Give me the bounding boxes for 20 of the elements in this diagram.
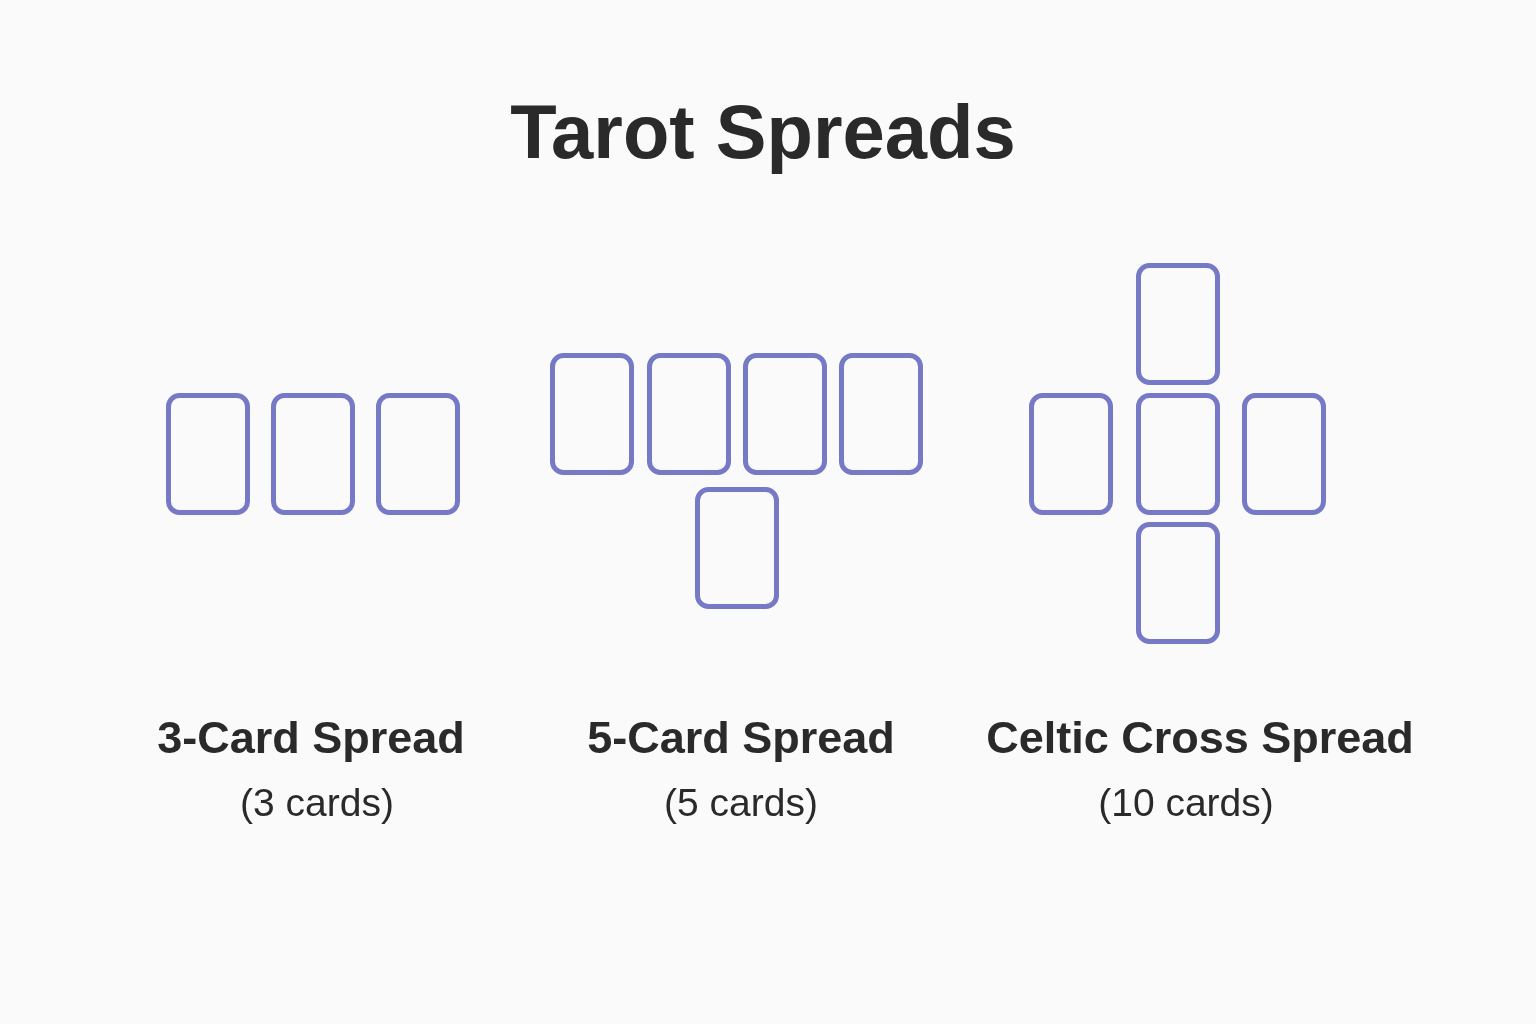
card-outline [1136, 393, 1220, 515]
card-outline [1029, 393, 1113, 515]
spread-name: 5-Card Spread [587, 712, 895, 764]
card-outline [839, 353, 923, 475]
card-outline [166, 393, 250, 515]
card-outline [376, 393, 460, 515]
card-outline [695, 487, 779, 609]
card-outline [647, 353, 731, 475]
spread-name: 3-Card Spread [157, 712, 465, 764]
spread-name: Celtic Cross Spread [986, 712, 1414, 764]
card-count: (3 cards) [240, 781, 394, 826]
card-outline [1136, 263, 1220, 385]
card-outline [550, 353, 634, 475]
diagram-title: Tarot Spreads [510, 88, 1016, 176]
card-outline [271, 393, 355, 515]
card-count: (10 cards) [1098, 781, 1274, 826]
card-outline [743, 353, 827, 475]
card-outline [1136, 522, 1220, 644]
card-count: (5 cards) [664, 781, 818, 826]
card-outline [1242, 393, 1326, 515]
